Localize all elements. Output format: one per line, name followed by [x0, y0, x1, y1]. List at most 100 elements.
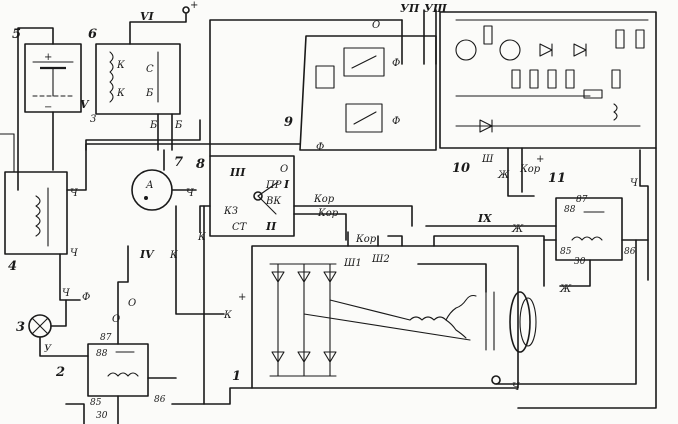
- label-B-lower: Б: [149, 120, 158, 131]
- label-Zh-bottom: Ж: [559, 284, 572, 295]
- wire-gen-ground: [203, 387, 253, 405]
- wire-K-vertical: [175, 205, 225, 315]
- reg-F-mid: Ф: [392, 116, 400, 127]
- label-3: 3: [16, 320, 25, 335]
- roman-IX: IX: [477, 212, 492, 225]
- starter-7: А 7: [131, 155, 183, 211]
- wire-O-top: [209, 19, 403, 157]
- wire-gen-inner: [417, 263, 487, 293]
- label-Sh1: Ш1: [343, 258, 362, 269]
- label-Kor-b: Кор: [317, 208, 339, 219]
- wire-IV: [117, 245, 129, 345]
- wire-Kor-2: [293, 213, 347, 241]
- relay2-30: 30: [96, 411, 108, 421]
- mod-Sh: Ш: [481, 154, 494, 165]
- label-F-left: Ф: [82, 292, 90, 303]
- relay2-88: 88: [96, 349, 108, 359]
- switch-KZ: КЗ: [223, 206, 238, 217]
- switch-VK: ВК: [265, 196, 281, 207]
- contact-B: Б: [145, 88, 154, 99]
- battery-5: 5 + −: [12, 27, 82, 113]
- wire-F-regulator: [85, 143, 301, 151]
- label-Kor-mod: Кор: [519, 164, 541, 175]
- ignition-coil-4: 4: [0, 133, 68, 274]
- plus-sign: +: [44, 52, 52, 63]
- label-8: 8: [196, 157, 205, 172]
- label-2: 2: [55, 365, 65, 380]
- roman-VIII: УШ: [424, 2, 448, 15]
- reg-F-top: Ф: [392, 58, 400, 69]
- label-Kor-gen: Кор: [355, 234, 377, 245]
- label-Sh2: Ш2: [371, 254, 390, 265]
- relay2-87: 87: [100, 333, 112, 343]
- label-Ch-mid: Ч: [62, 288, 70, 299]
- plus-gen: +: [238, 292, 246, 303]
- label-Ch-starter: Ч: [186, 188, 194, 199]
- wire-battery-plus: [17, 27, 54, 191]
- regulator-9: 9 Ф Ф О: [284, 20, 437, 151]
- wire-3-label: 3: [90, 114, 96, 125]
- relay11-88: 88: [564, 205, 576, 215]
- wire-lamp-Y: [39, 336, 89, 357]
- label-O-relay2b: О: [128, 298, 136, 309]
- label-K-v2: К: [197, 232, 206, 243]
- label-K-v1: К: [169, 250, 178, 261]
- label-Ch-bottom: Ч: [512, 382, 520, 393]
- alternator-1: 1: [232, 245, 537, 389]
- label-Kor-a: Кор: [313, 194, 335, 205]
- switch-O: О: [280, 164, 288, 175]
- reg-O: О: [372, 20, 380, 31]
- label-Zh-mid: Ж: [511, 224, 524, 235]
- relay-6: 6 К К С Б: [88, 27, 181, 115]
- roman-VII: УП: [400, 2, 420, 15]
- coil-K2: К: [116, 88, 125, 99]
- label-4: 4: [8, 259, 17, 274]
- label-11: 11: [548, 171, 566, 186]
- relay11-85: 85: [560, 247, 572, 257]
- wire-coil-to-6: [66, 119, 201, 191]
- relay11-86: 86: [624, 247, 636, 257]
- label-B-lower2: Б: [174, 120, 183, 131]
- wire-IX-loop: [433, 235, 545, 287]
- lamp-3: 3: [16, 314, 52, 338]
- label-10: 10: [452, 161, 470, 176]
- relay2-86: 86: [154, 395, 166, 405]
- label-1: 1: [232, 369, 241, 384]
- wire-gen-top: [387, 235, 403, 247]
- label-Zh-mod: Ж: [497, 170, 510, 181]
- label-5: 5: [12, 27, 21, 42]
- switch-I: I: [283, 178, 290, 191]
- wire-Kor-1: [293, 205, 413, 227]
- switch-PR: ПР: [265, 180, 282, 191]
- coil-K1: К: [116, 60, 125, 71]
- label-6: 6: [88, 27, 97, 42]
- label-K-gen: К: [223, 310, 232, 321]
- relay-2: 2 88 87 85 86 30: [55, 333, 166, 421]
- wire-Ch-bottom: [495, 239, 637, 385]
- plus-top: +: [190, 0, 198, 11]
- switch-II: II: [265, 220, 277, 233]
- minus-sign: −: [44, 102, 52, 113]
- wire-lamp: [50, 299, 67, 327]
- label-Ch-coil2: Ч: [70, 248, 78, 259]
- mod-plus: +: [536, 154, 544, 165]
- ignition-switch-8: 8 III О ПР I ВК КЗ СТ II: [196, 155, 295, 237]
- wire-Ch-right: [639, 149, 649, 281]
- label-7: 7: [174, 155, 183, 170]
- label-Ch-right: Ч: [630, 178, 638, 189]
- label-9: 9: [284, 115, 293, 130]
- relay2-85: 85: [90, 398, 102, 408]
- label-O-relay2: О: [112, 314, 120, 325]
- wire-VI: [129, 13, 187, 45]
- switch-ST: СТ: [232, 222, 248, 233]
- starter-A: А: [145, 180, 154, 191]
- relay11-30: 30: [574, 257, 586, 267]
- roman-IV: IV: [139, 248, 155, 261]
- wire-Zh-module: [507, 147, 535, 197]
- contact-C: С: [146, 64, 154, 75]
- switch-III: III: [229, 166, 246, 179]
- wire-relay11-30: [559, 259, 591, 287]
- relay-11: 11 88 87 85 30 86: [548, 171, 636, 267]
- wire-coil-lower: [59, 253, 81, 301]
